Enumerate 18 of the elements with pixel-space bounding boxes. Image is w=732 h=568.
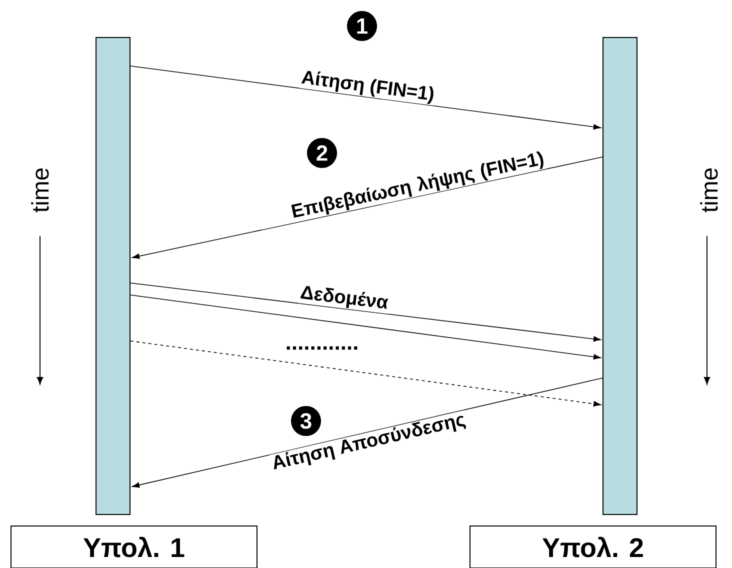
callout-number: 2 <box>307 138 337 168</box>
callout-number: 1 <box>347 11 377 41</box>
lifeline-bar <box>602 37 638 515</box>
arrow <box>132 156 603 259</box>
arrow <box>130 282 602 342</box>
computer-box: Υπολ. 2 <box>470 526 716 568</box>
time-label: time <box>700 168 718 212</box>
edge-label: Δεδομένα <box>298 283 390 314</box>
arrow <box>132 378 603 488</box>
arrow <box>130 340 602 407</box>
edge-label: Αίτηση (FIN=1) <box>299 68 436 106</box>
arrow <box>130 66 602 130</box>
callout-number: 3 <box>291 406 321 436</box>
computer-box: Υπολ. 1 <box>10 526 258 568</box>
ellipsis-label: ............ <box>286 346 358 350</box>
arrow <box>130 294 602 360</box>
time-label: time <box>31 168 49 212</box>
lifeline-bar <box>96 37 130 515</box>
